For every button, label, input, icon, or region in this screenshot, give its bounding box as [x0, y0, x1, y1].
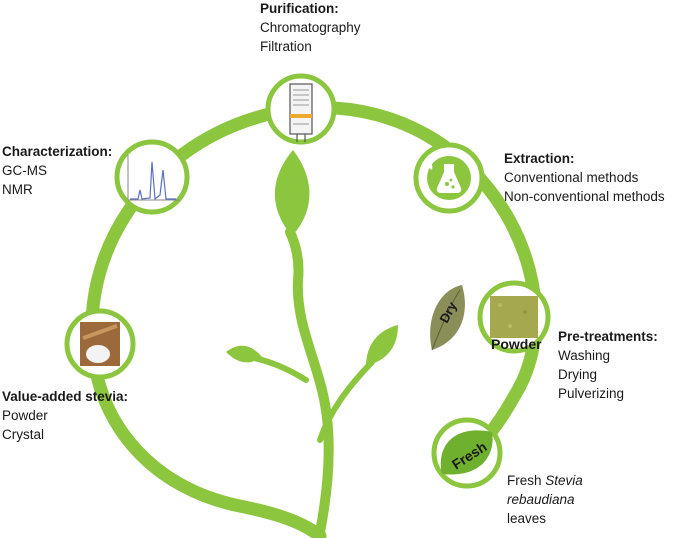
fresh-line-2: rebaudiana	[507, 492, 575, 507]
pretreatments-item: Drying	[558, 367, 598, 382]
process-ring	[85, 101, 543, 538]
purification-title: Purification:	[260, 1, 339, 16]
purification-item: Chromatography	[260, 20, 361, 35]
stevia-word: Stevia	[545, 473, 583, 488]
powder-icon	[490, 296, 538, 338]
extraction-text: Extraction: Conventional methods Non-con…	[504, 149, 665, 206]
purification-item: Filtration	[260, 39, 312, 54]
powder-label: Powder	[491, 336, 542, 352]
fresh-line-1: Fresh Stevia	[507, 471, 583, 490]
extraction-item: Conventional methods	[504, 170, 639, 185]
value-added-item: Crystal	[2, 427, 45, 442]
pretreatments-text: Pre-treatments: Washing Drying Pulverizi…	[558, 327, 658, 403]
characterization-title: Characterization:	[2, 144, 113, 159]
value-added-item: Powder	[2, 408, 48, 423]
chromatogram-icon	[127, 155, 180, 201]
pretreatments-item: Washing	[558, 348, 611, 363]
fresh-node	[431, 417, 503, 489]
characterization-node	[114, 139, 190, 215]
fresh-word: Fresh	[507, 473, 546, 488]
chromatography-column-icon	[289, 83, 313, 142]
pretreatments-item: Pulverizing	[558, 386, 625, 401]
extraction-item: Non-conventional methods	[504, 189, 665, 204]
extraction-title: Extraction:	[504, 151, 575, 166]
right-leaf	[366, 325, 398, 366]
purification-text: Purification: Chromatography Filtration	[260, 0, 361, 56]
plant-sprout	[226, 150, 398, 537]
left-leaf	[226, 345, 262, 363]
value-added-title: Value-added stevia:	[2, 389, 129, 404]
stevia-crystal-icon	[80, 322, 120, 366]
pretreatments-node	[430, 280, 551, 354]
characterization-item: NMR	[2, 182, 33, 197]
value-added-node	[64, 308, 136, 380]
value-added-text: Value-added stevia: Powder Crystal	[2, 387, 128, 444]
flask-icon	[427, 156, 471, 200]
fresh-line-3: leaves	[507, 511, 547, 526]
top-leaf	[274, 150, 310, 236]
characterization-item: GC-MS	[2, 163, 47, 178]
pretreatments-title: Pre-treatments:	[558, 329, 658, 344]
purification-node	[265, 73, 337, 145]
dry-leaf-icon	[430, 285, 465, 351]
fresh-text: Fresh Stevia rebaudiana leaves	[507, 471, 583, 528]
characterization-text: Characterization: GC-MS NMR	[2, 142, 112, 199]
extraction-node	[413, 142, 485, 214]
fresh-leaf-icon	[440, 430, 493, 475]
